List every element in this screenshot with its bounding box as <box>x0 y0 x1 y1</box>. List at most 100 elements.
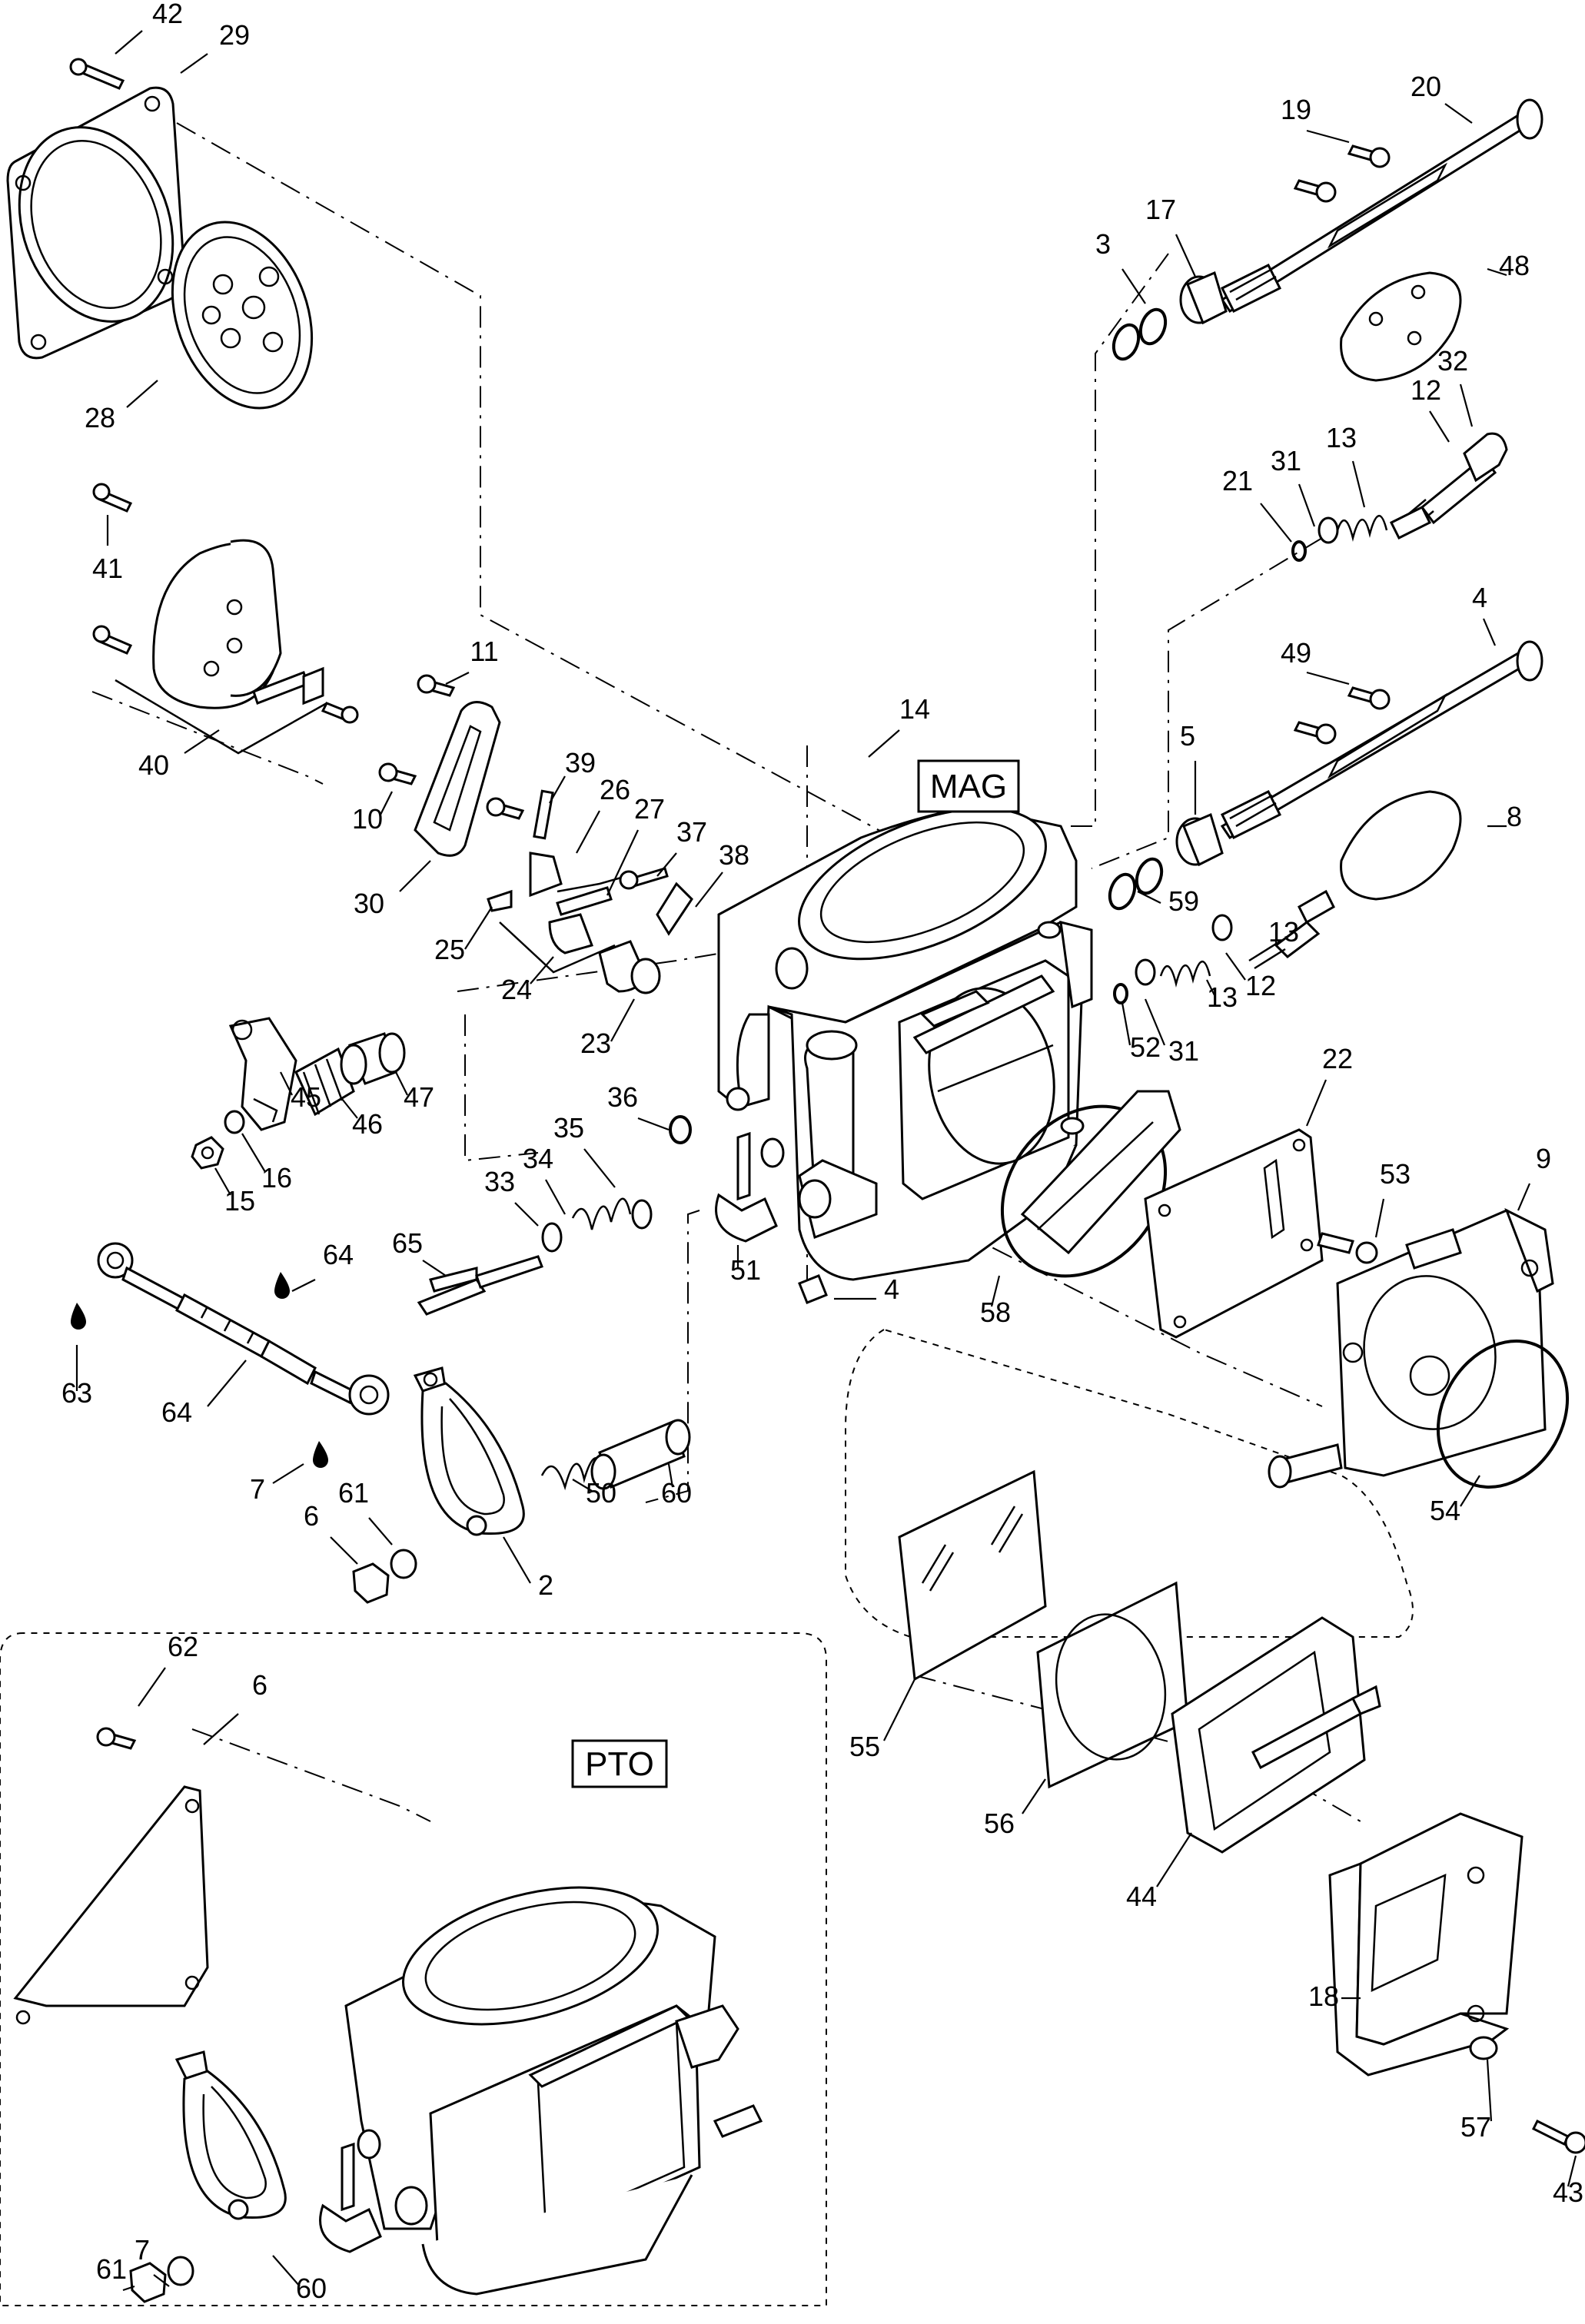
part-callout: 62 <box>168 1631 198 1662</box>
part-callout: 42 <box>152 0 183 29</box>
part-callout: 2 <box>538 1569 553 1601</box>
callout-leader <box>1260 503 1292 543</box>
part-callout: 45 <box>291 1081 321 1113</box>
plate-group <box>378 674 525 857</box>
part-callout: 4 <box>1472 582 1487 613</box>
callout-leader <box>868 729 900 758</box>
callout-leader <box>1305 1079 1327 1127</box>
part-callout: 54 <box>1430 1495 1460 1526</box>
callout-leader <box>341 1098 358 1119</box>
callout-leader <box>637 1117 670 1131</box>
part-callouts: 4229284140111030392627252437382314474645… <box>61 0 1583 2304</box>
callout-leader <box>464 906 493 950</box>
callout-leader <box>549 775 566 804</box>
callout-leader <box>1517 1183 1531 1211</box>
throttle-shaft-group <box>1111 98 1543 382</box>
part-callout: 12 <box>1245 970 1276 1001</box>
oil-drop-icon <box>313 1441 328 1468</box>
part-callout: 13 <box>1268 916 1299 948</box>
callout-leader <box>1486 2059 1493 2122</box>
callout-leader <box>1374 1198 1385 1238</box>
part-callout: 33 <box>484 1166 515 1197</box>
callout-leader <box>138 1667 166 1707</box>
part-callout: 18 <box>1308 1980 1339 2012</box>
pilot-screw-group <box>1113 432 1508 1004</box>
callout-leader <box>1487 267 1507 277</box>
part-callout: 65 <box>392 1227 423 1259</box>
callout-leader <box>1121 1002 1131 1046</box>
callout-leader <box>1225 952 1246 981</box>
part-callout: 43 <box>1553 2176 1583 2208</box>
callout-leader <box>1429 410 1450 443</box>
callout-leader <box>503 1536 531 1584</box>
callout-leader <box>241 1133 266 1173</box>
part-callout: 12 <box>1411 374 1441 406</box>
part-callout: 64 <box>323 1239 354 1270</box>
part-callout: 21 <box>1222 465 1253 496</box>
part-callout: 32 <box>1437 345 1468 377</box>
part-callout: 20 <box>1411 71 1441 102</box>
part-callout: 19 <box>1281 94 1311 125</box>
callout-leader <box>126 380 158 408</box>
callout-leader <box>1206 979 1215 996</box>
part-callout: 63 <box>61 1377 92 1409</box>
part-callout: 13 <box>1326 422 1357 453</box>
part-callout: 37 <box>676 816 707 848</box>
pto-box: PTO <box>571 1739 668 1788</box>
part-callout: 53 <box>1380 1158 1411 1190</box>
part-callout: 15 <box>224 1185 255 1217</box>
part-callout: 41 <box>92 553 123 584</box>
callout-leader <box>184 729 220 754</box>
pump-group <box>92 483 359 755</box>
linkage-group <box>71 1242 390 1468</box>
callout-leader <box>1306 671 1350 686</box>
callout-leader <box>1444 103 1473 124</box>
part-callout: 48 <box>1499 250 1530 281</box>
part-callout: 22 <box>1322 1043 1353 1074</box>
callout-leader <box>1022 1778 1046 1814</box>
oil-drop-icon <box>71 1303 86 1330</box>
callout-leader <box>583 1148 616 1188</box>
callout-leader <box>667 1463 674 1488</box>
callout-leader <box>656 852 677 877</box>
part-callout: 9 <box>1536 1143 1551 1174</box>
part-callout: 47 <box>404 1081 434 1113</box>
throttle-shaft-group-2 <box>1108 640 1543 911</box>
callout-leader <box>545 1179 566 1215</box>
callout-leader <box>610 998 635 1042</box>
fuel-pump-stack <box>898 1469 1585 2154</box>
pto-label: PTO <box>585 1745 654 1783</box>
part-callout: 57 <box>1460 2111 1491 2143</box>
part-callout: 23 <box>580 1028 611 1059</box>
callout-leader <box>368 1517 393 1545</box>
choke-lever-group <box>715 1131 828 1304</box>
callout-leader <box>1298 483 1316 527</box>
callout-leader <box>514 1202 539 1227</box>
part-callout: 36 <box>607 1081 638 1113</box>
part-callout: 38 <box>719 839 749 871</box>
callout-leader <box>280 1071 293 1096</box>
part-callout: 64 <box>161 1396 192 1428</box>
part-callout: 10 <box>352 803 383 835</box>
callout-leader <box>214 1167 231 1196</box>
part-callout: 16 <box>261 1162 292 1194</box>
part-callout: 6 <box>304 1500 319 1532</box>
callout-leader <box>115 30 143 55</box>
part-callout: 24 <box>501 974 532 1005</box>
part-callout: 61 <box>338 1477 369 1509</box>
callout-leader <box>1306 129 1350 144</box>
group-outlines <box>0 1328 1414 2306</box>
part-callout: 13 <box>1207 981 1238 1013</box>
callout-leader <box>445 672 470 685</box>
callout-leader <box>203 1713 239 1745</box>
part-callout: 58 <box>980 1296 1011 1328</box>
part-callout: 60 <box>296 2273 327 2304</box>
part-callout: 40 <box>138 749 169 781</box>
part-callout: 5 <box>1180 720 1195 752</box>
needle-valve-group <box>487 789 693 994</box>
part-callout: 11 <box>470 636 498 667</box>
callout-leader <box>291 1279 316 1292</box>
part-callout: 61 <box>96 2253 127 2285</box>
callout-leader <box>1567 2155 1577 2187</box>
part-callout: 39 <box>565 747 596 779</box>
